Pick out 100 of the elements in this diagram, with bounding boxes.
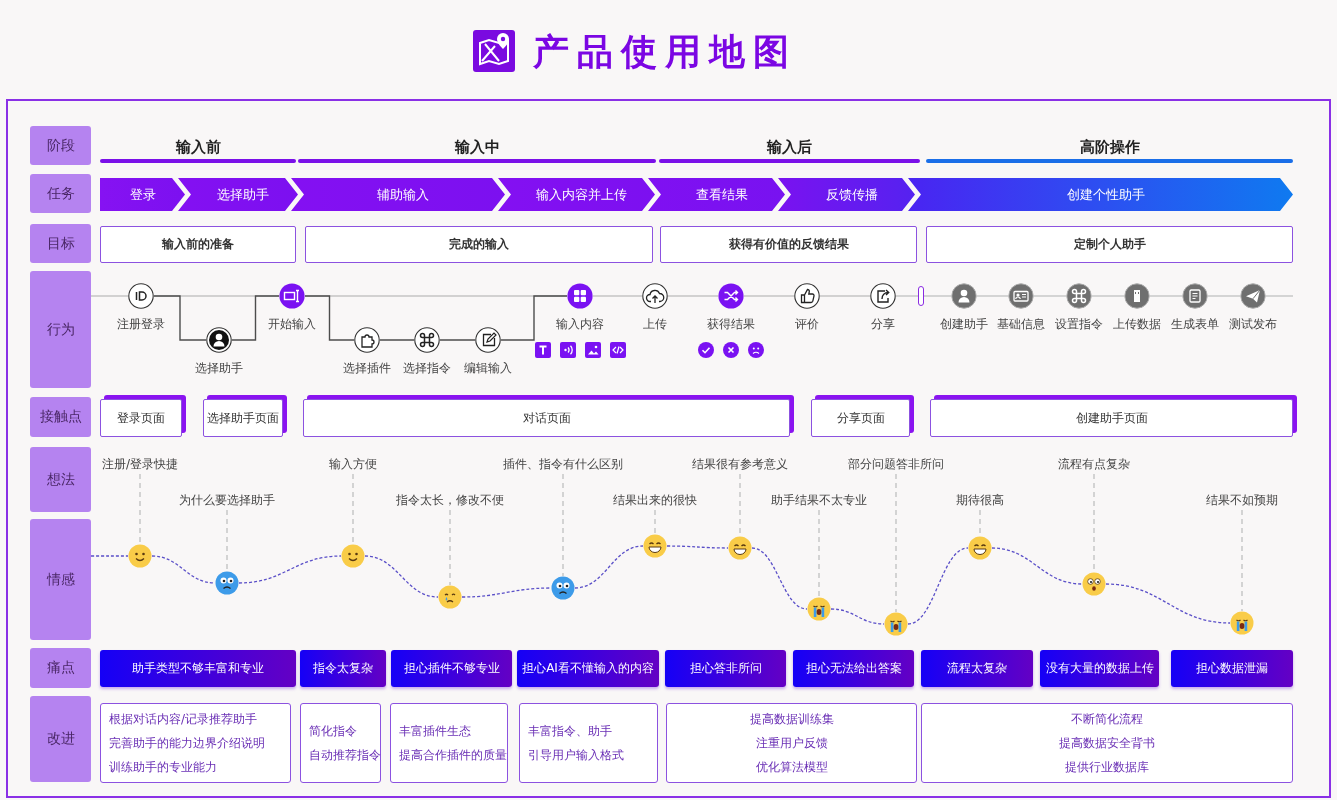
leader-line [562, 473, 564, 577]
step-label: 分享 [871, 317, 895, 332]
step-label: 基础信息 [997, 317, 1045, 332]
command-icon [1066, 283, 1092, 309]
pain-point-box: 流程太复杂 [921, 650, 1033, 687]
emotion-curve [751, 547, 808, 610]
improvement-item: 提高合作插件的质量 [399, 746, 507, 764]
improvement-box [390, 703, 508, 783]
improvement-item: 自动推荐指令 [309, 746, 381, 764]
share-icon [870, 283, 896, 309]
edit-icon [475, 327, 501, 353]
flow-line [1149, 295, 1183, 297]
worried-face-icon [215, 571, 239, 595]
step-label: 选择指令 [403, 361, 451, 376]
emotion-curve [1105, 583, 1231, 624]
task-step: 查看结果 [648, 178, 785, 211]
flow-line [743, 295, 795, 297]
goal-box: 完成的输入 [305, 226, 653, 263]
thought-text: 为什么要选择助手 [179, 493, 275, 508]
row-header: 接触点 [30, 397, 91, 437]
leader-line [895, 473, 897, 613]
improvement-item: 根据对话内容/记录推荐助手 [109, 710, 258, 728]
step-label: 获得结果 [707, 317, 755, 332]
worried-face-icon [551, 576, 575, 600]
stage-title: 输入前 [175, 138, 221, 157]
stage-title: 输入中 [454, 138, 500, 157]
row-header: 目标 [30, 224, 91, 263]
grinning-face-icon [968, 536, 992, 560]
step-label: 选择助手 [195, 361, 243, 376]
flow-line [90, 295, 129, 297]
task-step: 选择助手 [178, 178, 298, 211]
document-icon [1182, 283, 1208, 309]
flow-line [304, 295, 355, 341]
improvement-box [100, 703, 291, 783]
flow-line [1033, 295, 1067, 297]
smiling-face-icon [128, 544, 152, 568]
text-cursor-icon [279, 283, 305, 309]
goal-box: 输入前的准备 [100, 226, 296, 263]
touchpoint-box: 对话页面 [303, 395, 794, 437]
step-label: 生成表单 [1171, 317, 1219, 332]
user-icon [206, 327, 232, 353]
improvement-item: 提高数据训练集 [749, 710, 834, 728]
row-header: 任务 [30, 174, 91, 213]
emotion-curve [991, 547, 1083, 585]
stage-title: 输入后 [767, 138, 812, 157]
pain-point-box: 指令太复杂 [300, 650, 386, 687]
flow-line [500, 295, 568, 341]
step-label: 输入内容 [556, 317, 604, 332]
thought-text: 部分问题答非所问 [848, 457, 944, 472]
task-step: 辅助输入 [291, 178, 505, 211]
thought-text: 期待很高 [956, 493, 1004, 508]
id-card-icon [1008, 283, 1034, 309]
task-step: 登录 [100, 178, 185, 211]
touchpoint-box: 登录页面 [100, 395, 186, 437]
flow-line [667, 295, 719, 297]
step-label: 选择插件 [343, 361, 391, 376]
page-title: 产品使用地图 [533, 30, 797, 74]
crying-face-icon [884, 612, 908, 636]
grid-icon [567, 283, 593, 309]
pain-point-box: 担心AI看不懂输入的内容 [517, 650, 659, 687]
row-header: 想法 [30, 447, 91, 512]
flow-line [379, 339, 415, 341]
row-header: 行为 [30, 271, 91, 388]
leader-line [352, 473, 354, 545]
improvement-item: 引导用户输入格式 [528, 746, 624, 764]
leader-line [818, 509, 820, 598]
step-label: 开始输入 [268, 317, 316, 332]
improvement-item: 丰富插件生态 [399, 722, 471, 740]
emotion-curve [574, 545, 644, 589]
thought-text: 结果不如预期 [1206, 493, 1278, 508]
improvement-item: 简化指令 [309, 722, 357, 740]
task-step: 输入内容并上传 [498, 178, 655, 211]
step-label: 注册登录 [117, 317, 165, 332]
pain-point-box: 担心无法给出答案 [793, 650, 914, 687]
leader-line [1241, 509, 1243, 612]
improvement-box [666, 703, 917, 783]
grinning-face-icon [643, 534, 667, 558]
file-icon [1124, 283, 1150, 309]
improvement-item: 提高数据安全背书 [1059, 734, 1155, 752]
flow-line [1091, 295, 1125, 297]
improvement-item: 不断简化流程 [1071, 710, 1143, 728]
separator-bar [918, 286, 924, 306]
pain-point-box: 没有大量的数据上传 [1040, 650, 1159, 687]
command-icon [414, 327, 440, 353]
leader-line [654, 509, 656, 535]
emotion-curve [907, 547, 969, 625]
improvement-item: 丰富指令、助手 [528, 722, 612, 740]
emotion-curve [90, 555, 129, 557]
pain-point-box: 担心插件不够专业 [391, 650, 512, 687]
touchpoint-box: 创建助手页面 [930, 395, 1297, 437]
row-header: 痛点 [30, 648, 91, 688]
puzzle-icon [354, 327, 380, 353]
flow-line [153, 295, 207, 341]
crying-face-icon [807, 597, 831, 621]
step-label: 设置指令 [1055, 317, 1103, 332]
leader-line [449, 509, 451, 586]
pain-point-box: 担心数据泄漏 [1171, 650, 1293, 687]
thought-text: 结果很有参考意义 [692, 457, 788, 472]
row-header: 阶段 [30, 126, 91, 165]
improvement-box [300, 703, 381, 783]
